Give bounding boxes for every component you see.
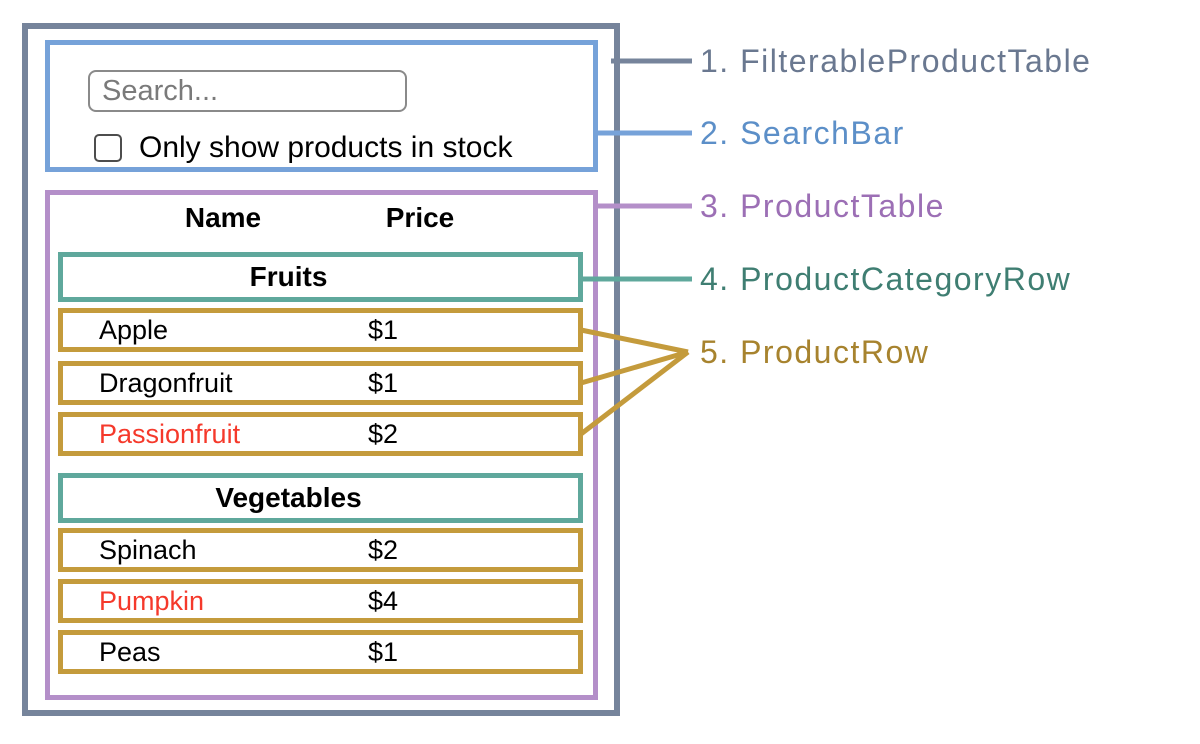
product-table-box: Name Price Fruits Apple $1 Dragonfruit $… [45,190,598,700]
product-category-row-vegetables: Vegetables [58,473,583,523]
in-stock-checkbox-row: Only show products in stock [94,131,513,165]
product-name: Passionfruit [99,418,241,449]
product-name: Spinach [99,534,197,565]
product-row-passionfruit: Passionfruit $2 [58,412,583,456]
label-product-row: 5. ProductRow [700,334,930,370]
product-row-pumpkin: Pumpkin $4 [58,579,583,623]
label-product-category-row: 4. ProductCategoryRow [700,261,1072,297]
product-price: $1 [368,314,399,345]
label-filterable-product-table: 1. FilterableProductTable [700,43,1092,79]
product-row-apple: Apple $1 [58,308,583,352]
category-label: Fruits [249,261,328,292]
filterable-product-table-box: Only show products in stock Name Price F… [22,23,620,716]
column-header-price: Price [385,202,455,233]
label-product-table: 3. ProductTable [700,188,945,224]
search-bar-box: Only show products in stock [45,40,598,172]
product-name: Peas [99,636,161,667]
product-name: Pumpkin [99,585,205,616]
product-price: $1 [368,636,399,667]
in-stock-checkbox[interactable] [94,134,122,162]
product-category-row-fruits: Fruits [58,252,583,302]
product-price: $4 [368,585,399,616]
product-row-spinach: Spinach $2 [58,528,583,572]
category-label: Vegetables [215,482,362,513]
column-header-name: Name [184,202,262,233]
label-search-bar: 2. SearchBar [700,115,905,151]
product-row-dragonfruit: Dragonfruit $1 [58,361,583,405]
product-row-peas: Peas $1 [58,630,583,674]
product-price: $2 [368,418,399,449]
product-name: Apple [99,314,169,345]
product-name: Dragonfruit [99,367,233,398]
in-stock-checkbox-label: Only show products in stock [139,131,513,164]
product-price: $1 [368,367,399,398]
product-price: $2 [368,534,399,565]
search-input[interactable] [88,70,407,112]
